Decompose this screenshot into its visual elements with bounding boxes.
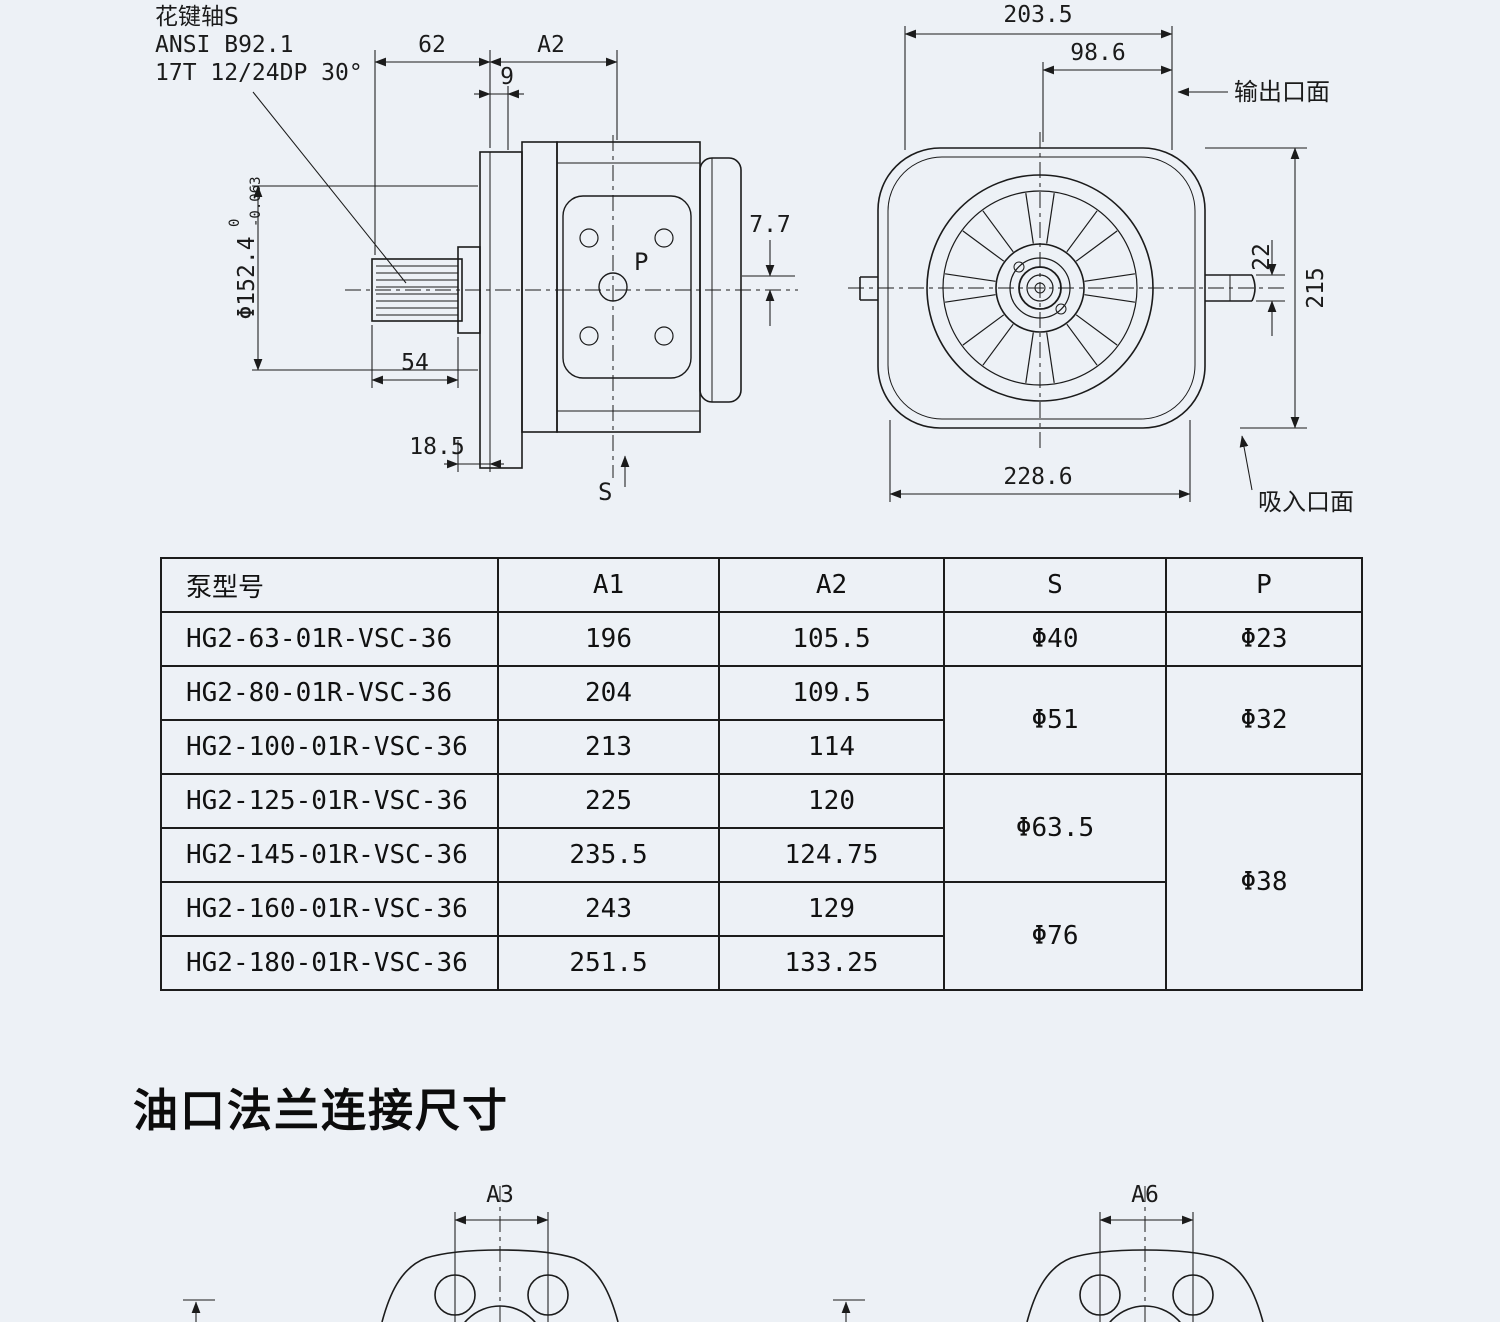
- dimension-cell: 225: [497, 773, 720, 829]
- port-face: [562, 195, 692, 379]
- dimension-cell: 129: [718, 881, 945, 937]
- header-pump-model: 泵型号: [160, 557, 499, 613]
- port-s-label: S: [598, 478, 612, 506]
- dim-215-label-group: 215: [1303, 267, 1329, 309]
- dimension-cell: 251.5: [497, 935, 720, 991]
- pump-model-cell: HG2-160-01R-VSC-36: [160, 881, 499, 937]
- dim-a2-label: A2: [537, 32, 565, 58]
- dim-9-label: 9: [500, 64, 514, 90]
- dim-a3-label: A3: [486, 1182, 514, 1208]
- dim-62-label: 62: [418, 32, 446, 58]
- side-view-dimensions: [252, 50, 795, 487]
- front-view: [848, 132, 1288, 448]
- dimension-cell: 120: [718, 773, 945, 829]
- dim-a6-label: A6: [1131, 1182, 1159, 1208]
- side-view: [345, 135, 798, 478]
- pump-model-cell: HG2-80-01R-VSC-36: [160, 665, 499, 721]
- front-view-centerlines: [848, 132, 1288, 448]
- front-wheel: [926, 174, 1154, 402]
- dimension-cell: Φ40: [943, 611, 1167, 667]
- dimension-cell: 196: [497, 611, 720, 667]
- dim-dia152-tol-lower: -0.063: [248, 176, 264, 227]
- dim-215-label: 215: [1303, 267, 1329, 309]
- dimension-cell: Φ38: [1165, 773, 1363, 991]
- section-heading: 油口法兰连接尺寸: [133, 1084, 510, 1137]
- dim-dia152-label: Φ152.4: [234, 236, 260, 319]
- flange-texts: A3 A6: [486, 1182, 1159, 1208]
- port-p-label: P: [634, 248, 648, 276]
- dimension-cell: 114: [718, 719, 945, 775]
- outlet-face-label: 输出口面: [1234, 78, 1330, 106]
- front-body-inner: [887, 156, 1196, 420]
- pump-model-cell: HG2-145-01R-VSC-36: [160, 827, 499, 883]
- dim-7-7-label: 7.7: [749, 212, 791, 238]
- header-s: S: [943, 557, 1167, 613]
- engineering-drawing-top: 花键轴S ANSI B92.1 17T 12/24DP 30° 62 A2 9 …: [155, 2, 1354, 516]
- front-right-stub: [1205, 274, 1256, 302]
- spline-note-line2: ANSI B92.1: [155, 32, 293, 58]
- header-p: P: [1165, 557, 1363, 613]
- dim-54-label: 54: [401, 350, 429, 376]
- pump-body: [521, 141, 742, 433]
- dim-98-6-label: 98.6: [1070, 40, 1125, 66]
- header-a2: A2: [718, 557, 945, 613]
- inlet-face-label: 吸入口面: [1258, 488, 1354, 516]
- dim-18-5-label: 18.5: [409, 434, 464, 460]
- pump-model-cell: HG2-180-01R-VSC-36: [160, 935, 499, 991]
- dim-22-label: 22: [1249, 243, 1275, 271]
- spline-shaft: [371, 258, 463, 322]
- dim-22-label-group: 22: [1249, 243, 1275, 271]
- flange-left-dimensions: [183, 1212, 549, 1322]
- dimension-cell: Φ76: [943, 881, 1167, 991]
- front-view-dimensions: [889, 26, 1307, 502]
- front-left-ear: [859, 276, 878, 301]
- pump-model-cell: HG2-63-01R-VSC-36: [160, 611, 499, 667]
- pump-model-cell: HG2-125-01R-VSC-36: [160, 773, 499, 829]
- front-view-texts: 203.5 98.6 输出口面 22 215 228.6 吸入口面: [1003, 2, 1354, 516]
- flange-centerlines: [499, 1186, 1146, 1322]
- spline-note-line1: 花键轴S: [155, 4, 239, 30]
- side-view-centerlines: [345, 135, 798, 478]
- dimension-cell: 133.25: [718, 935, 945, 991]
- dimension-cell: Φ51: [943, 665, 1167, 775]
- side-view-texts: 花键轴S ANSI B92.1 17T 12/24DP 30° 62 A2 9 …: [155, 4, 791, 506]
- dimension-cell: 235.5: [497, 827, 720, 883]
- dimension-cell: Φ32: [1165, 665, 1363, 775]
- dimension-cell: Φ63.5: [943, 773, 1167, 883]
- dimension-cell: 124.75: [718, 827, 945, 883]
- wheel-spokes: [945, 193, 1135, 383]
- mounting-flange: [479, 151, 523, 469]
- table-header-row: 泵型号 A1 A2 S P: [160, 557, 1363, 613]
- dimension-cell: 213: [497, 719, 720, 775]
- flange-right-dimensions: [833, 1212, 1194, 1322]
- dim-dia152-tol-upper: 0: [227, 219, 243, 227]
- dimension-cell: 204: [497, 665, 720, 721]
- pump-model-cell: HG2-100-01R-VSC-36: [160, 719, 499, 775]
- dimension-cell: 109.5: [718, 665, 945, 721]
- dimension-cell: Φ23: [1165, 611, 1363, 667]
- dimension-cell: 105.5: [718, 611, 945, 667]
- flange-drawings: A3 A6: [183, 1182, 1264, 1322]
- spline-note-line3: 17T 12/24DP 30°: [155, 60, 363, 86]
- front-body-outline: [877, 147, 1206, 429]
- dim-dia152-label-group: Φ152.4 0 -0.063: [227, 176, 264, 319]
- dim-203-5-label: 203.5: [1003, 2, 1072, 28]
- header-a1: A1: [497, 557, 720, 613]
- dim-228-6-label: 228.6: [1003, 464, 1072, 490]
- dimension-cell: 243: [497, 881, 720, 937]
